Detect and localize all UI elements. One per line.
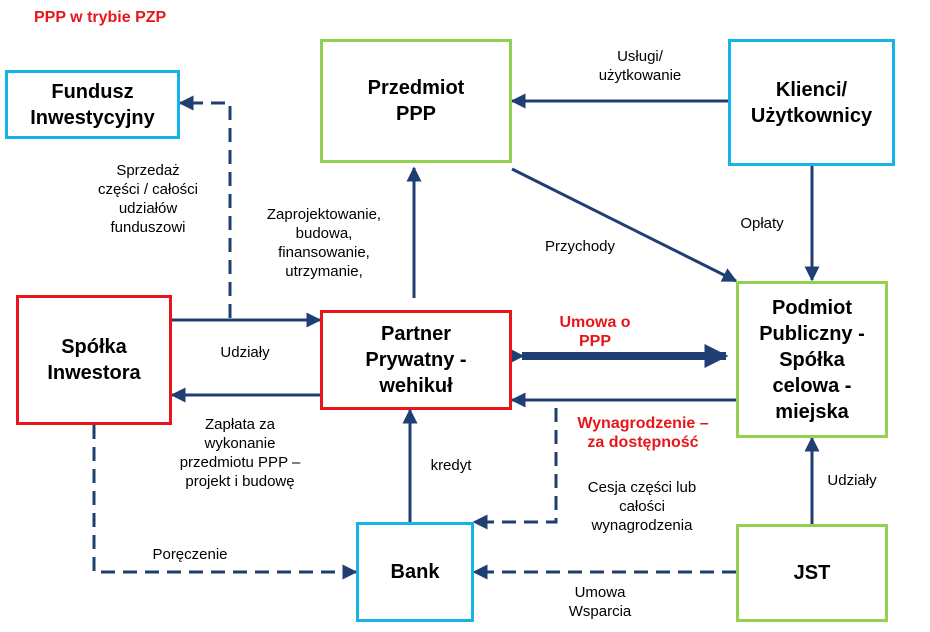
arrow-cesja <box>472 408 558 530</box>
label-kredyt: kredyt <box>430 457 472 474</box>
arrow-spolka-fundusz <box>178 95 232 318</box>
label-wynagrodzenie: Wynagrodzenie – za dostępność <box>577 415 709 451</box>
box-podmiot-publiczny: Podmiot Publiczny - Spółka celowa - miej… <box>736 281 888 438</box>
box-bank: Bank <box>356 522 474 622</box>
label-przychody: Przychody <box>544 238 616 255</box>
box-spolka-inwestora: Spółka Inwestora <box>16 295 172 425</box>
label-udzialy-jst-podmiot: Udziały <box>827 472 877 489</box>
label-cesja: Cesja części lub całości wynagrodzenia <box>587 479 697 534</box>
box-jst: JST <box>736 524 888 622</box>
label-oplaty: Opłaty <box>740 215 784 232</box>
label-umowa-wsparcia: Umowa Wsparcia <box>568 584 632 620</box>
diagram-title: PPP w trybie PZP <box>34 9 167 26</box>
box-przedmiot-ppp: Przedmiot PPP <box>320 39 512 163</box>
box-klienci-uzytkownicy: Klienci/ Użytkownicy <box>728 39 895 166</box>
label-sprzedaz: Sprzedaż części / całości udziałów fundu… <box>97 162 199 236</box>
label-poreczenie: Poręczenie <box>152 546 228 563</box>
label-udzialy-spolka-partner: Udziały <box>220 344 270 361</box>
box-partner-prywatny: Partner Prywatny - wehikuł <box>320 310 512 410</box>
arrow-przedmiot-podmiot <box>511 167 738 283</box>
label-uslugi: Usługi/ użytkowanie <box>598 48 682 84</box>
arrow-spolka-bank <box>92 425 358 580</box>
label-zaplata: Zapłata za wykonanie przedmiotu PPP – pr… <box>179 416 301 490</box>
box-fundusz-inwestycyjny: Fundusz Inwestycyjny <box>5 70 180 139</box>
label-zaprojektowanie: Zaprojektowanie, budowa, finansowanie, u… <box>266 206 382 280</box>
label-umowa-o-ppp: Umowa o PPP <box>559 314 631 350</box>
